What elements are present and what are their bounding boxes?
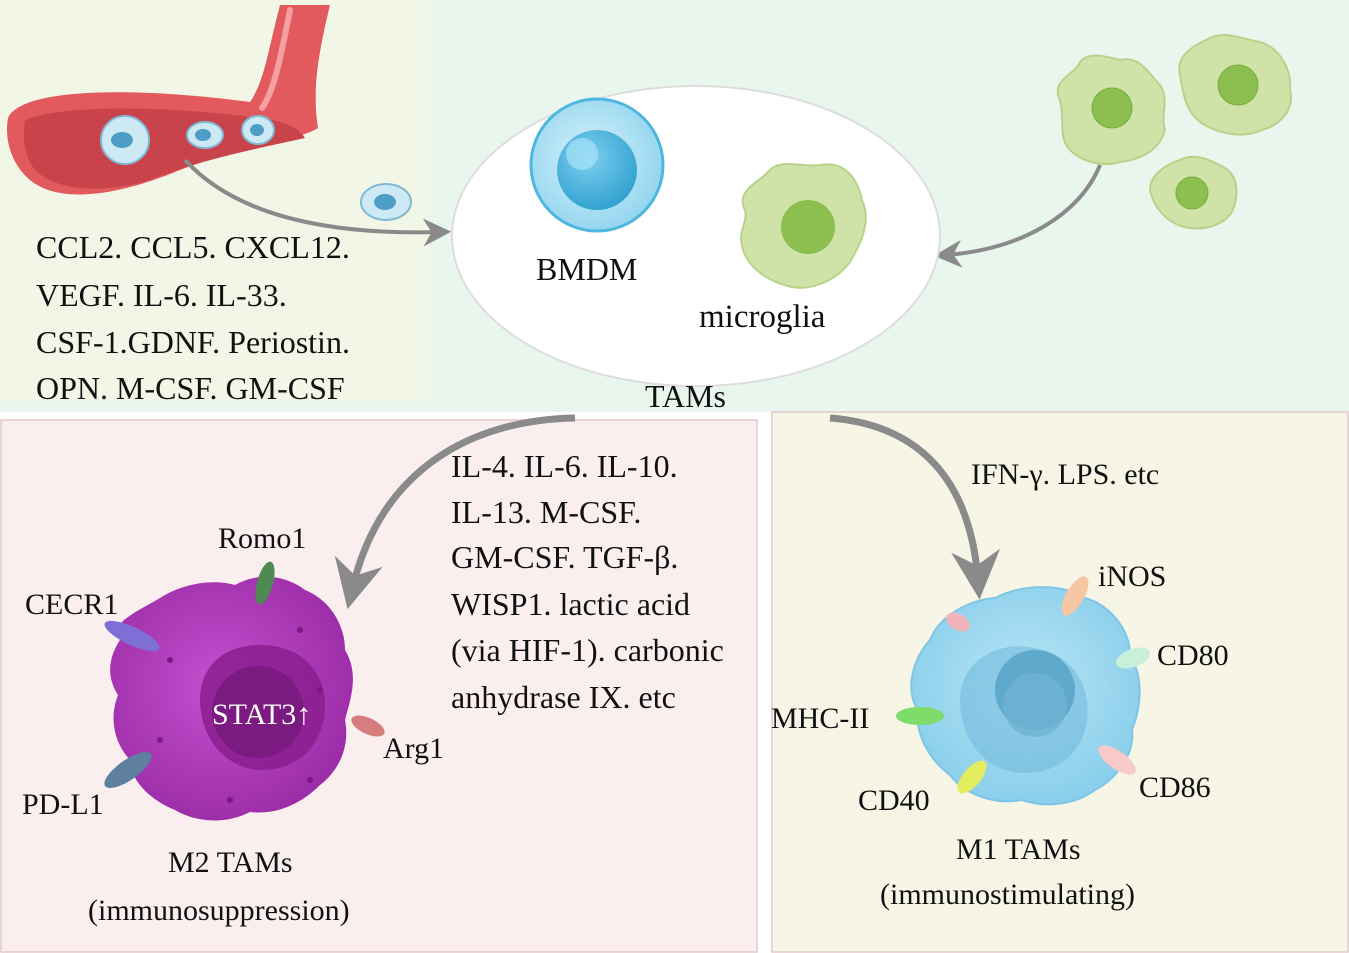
top-left-panel [0, 0, 430, 400]
m1-polarization-arrow [829, 414, 1001, 600]
romo1-label: Romo1 [218, 522, 307, 555]
m2-polarization-arrow [334, 414, 576, 610]
inos-label: iNOS [1098, 560, 1167, 593]
microglia-label: microglia [699, 299, 826, 335]
origin-ellipse [451, 85, 941, 387]
mhc2-label: MHC-II [771, 702, 870, 735]
microglia-arrow [933, 164, 1102, 268]
m1-subtitle: (immunostimulating) [880, 878, 1135, 911]
mhc2-receptor [896, 707, 944, 725]
m2-title: M2 TAMs [168, 846, 293, 879]
microglia-cell [740, 162, 867, 289]
pdl1-label: PD-L1 [22, 788, 104, 821]
m2-inducer-line-3: GM-CSF. TGF-β. [451, 539, 679, 575]
recruitment-arrow [183, 158, 452, 247]
stat3-label: STAT3↑ [212, 698, 312, 731]
m2-inducer-line-5: (via HIF-1). carbonic [451, 632, 724, 668]
tams-label: TAMs [645, 378, 726, 414]
m2-inducer-line-2: IL-13. M-CSF. [451, 494, 642, 530]
pdl1-receptor [104, 751, 152, 789]
inos-receptor [1061, 576, 1089, 616]
cd86-receptor [1098, 745, 1136, 775]
cd80-receptor [1115, 647, 1151, 669]
cd86-label: CD86 [1139, 771, 1211, 804]
m1-cell [910, 586, 1141, 806]
migrating-monocyte [360, 183, 412, 221]
m2-subtitle: (immunosuppression) [88, 894, 350, 927]
m2-inducer-line-6: anhydrase IX. etc [451, 679, 676, 715]
blood-vessel [6, 5, 331, 195]
cd40-receptor [957, 760, 987, 794]
cecr1-label: CECR1 [25, 588, 119, 621]
microglia-nuclei [1091, 64, 1259, 210]
m1-title: M1 TAMs [956, 833, 1081, 866]
bmdm-label: BMDM [536, 251, 638, 287]
m2-inducer-line-4: WISP1. lactic acid [451, 586, 691, 622]
recruitment-factor-line-2: VEGF. IL-6. IL-33. [36, 277, 287, 313]
cd80-label: CD80 [1157, 639, 1229, 672]
arg1-label: Arg1 [383, 732, 445, 765]
recruitment-factor-line-4: OPN. M-CSF. GM-CSF [36, 370, 345, 406]
m2-cell [110, 576, 353, 821]
romo1-receptor [255, 561, 275, 605]
m1-pink-receptor [946, 612, 970, 632]
bmdm-cell [529, 97, 665, 233]
m2-inducer-line-1: IL-4. IL-6. IL-10. [451, 448, 678, 484]
recruitment-factor-line-3: CSF-1.GDNF. Periostin. [36, 324, 350, 360]
cecr1-receptor [104, 620, 160, 652]
m1-inducers: IFN-γ. LPS. etc [971, 458, 1160, 491]
recruitment-factor-line-1: CCL2. CCL5. CXCL12. [36, 229, 350, 265]
arg1-receptor [351, 715, 385, 737]
cd40-label: CD40 [858, 784, 930, 817]
